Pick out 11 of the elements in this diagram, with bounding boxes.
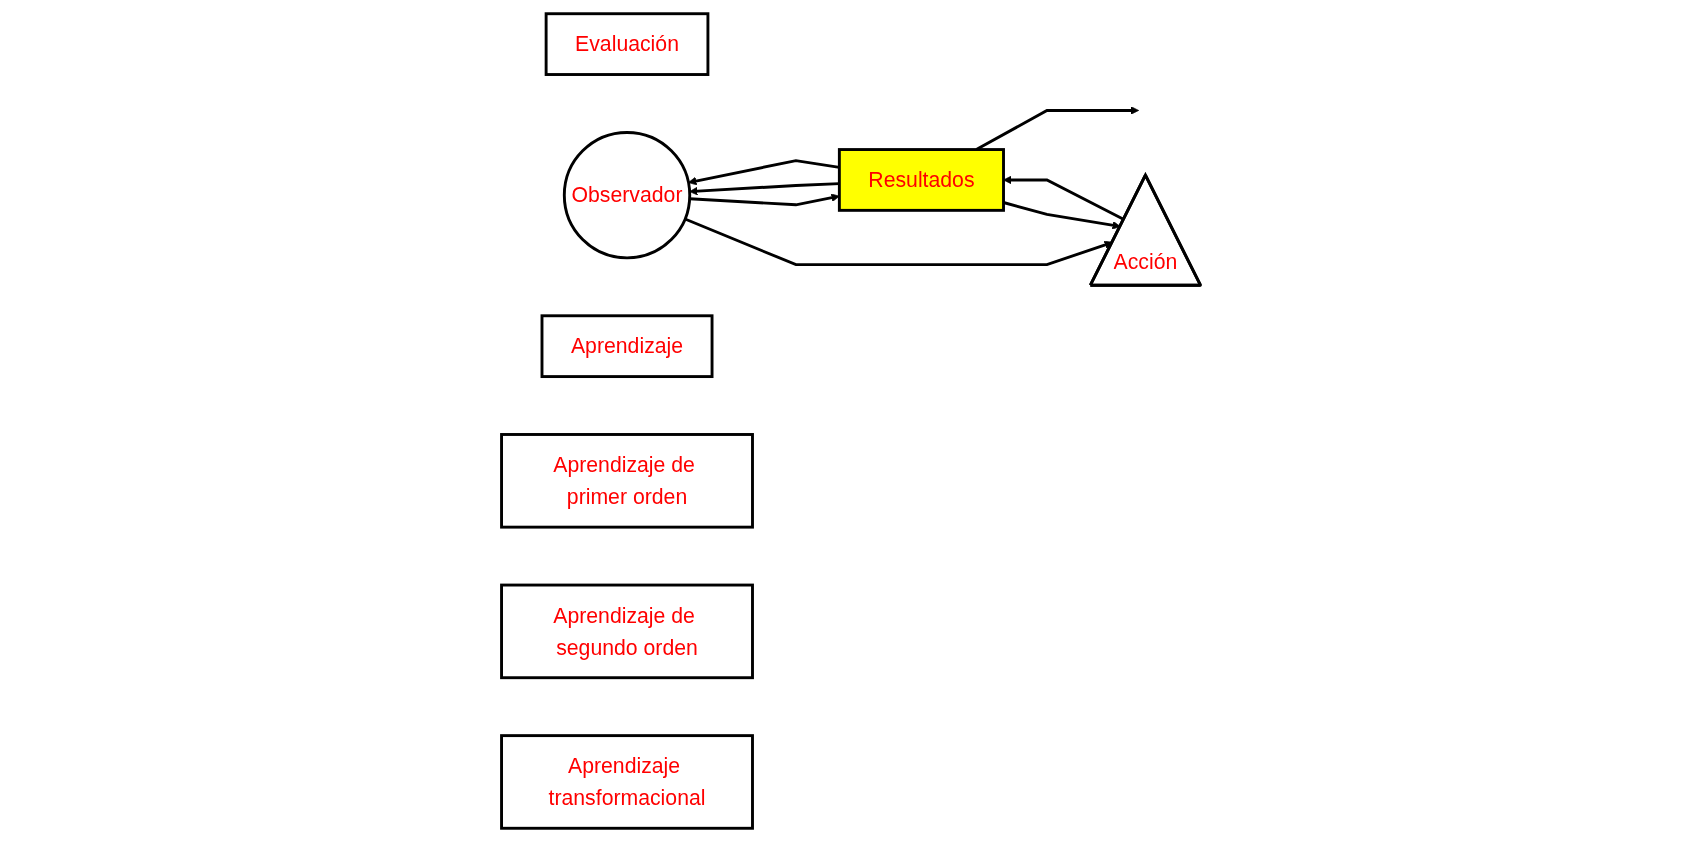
arrow [1003, 200, 1121, 229]
node-box: Aprendizaje [540, 313, 714, 378]
node-box: Resultados [837, 147, 1005, 212]
node-box: Aprendizaje transformacional [500, 733, 754, 830]
arrow [688, 158, 840, 185]
node-box: Aprendizaje de segundo orden [500, 583, 754, 679]
arrow [689, 193, 840, 206]
arrow [689, 181, 840, 195]
node-box: Evaluación [544, 11, 710, 76]
node-circle: Observador [562, 130, 692, 259]
node-box: Aprendizaje de primer orden [500, 432, 754, 529]
